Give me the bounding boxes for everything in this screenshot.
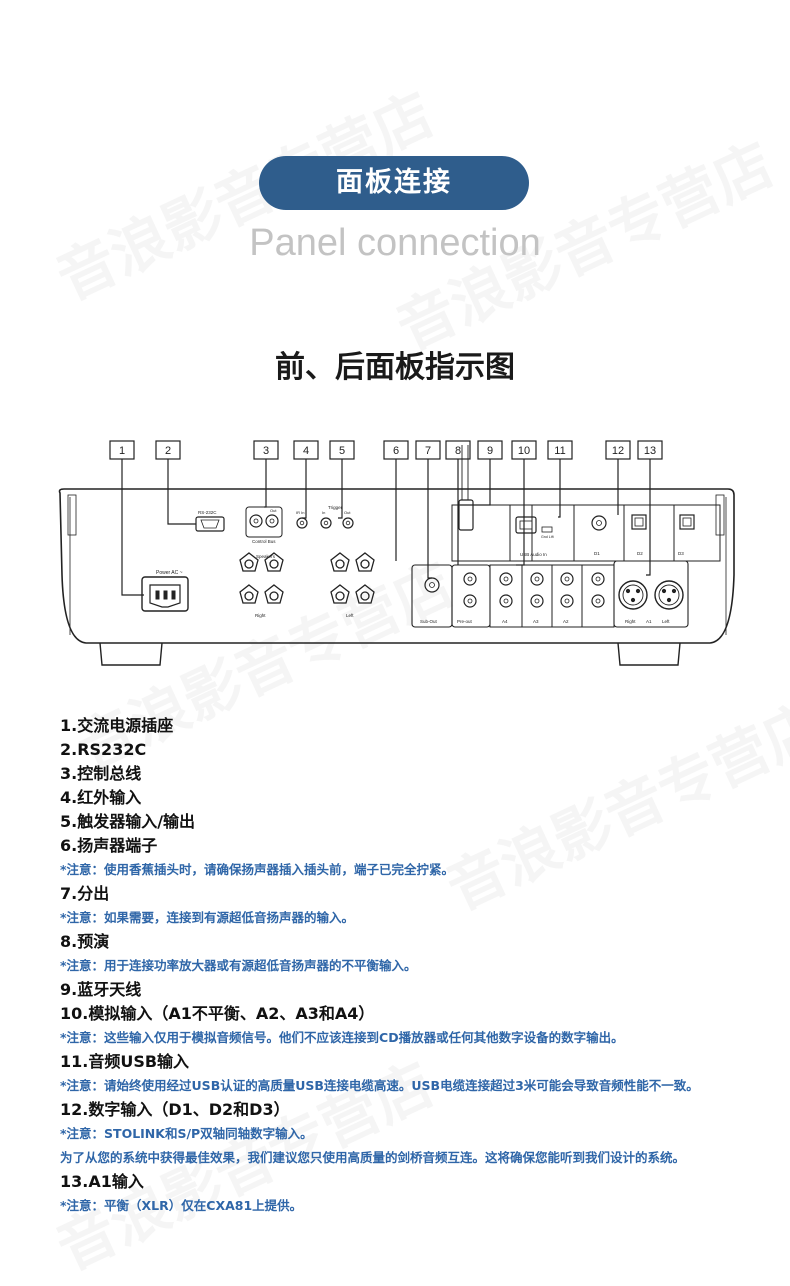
callout-label-8: 8 [455, 445, 461, 457]
svg-text:IR In: IR In [296, 510, 304, 515]
foot-right [617, 642, 681, 666]
callout-label-10: 10 [518, 445, 530, 457]
title-cn: 面板连接 [336, 167, 452, 198]
svg-text:Sub-Out: Sub-Out [420, 619, 438, 624]
callout-line-10 [516, 459, 525, 566]
list-item: 1.交流电源插座 [60, 716, 174, 735]
input-a1-unbalanced [581, 564, 615, 628]
pre-out: Pre-out [451, 564, 491, 628]
svg-text:Right: Right [255, 613, 266, 618]
callout-line-3 [264, 459, 267, 508]
svg-text:Out: Out [270, 508, 277, 513]
callout-label-13: 13 [644, 445, 656, 457]
svg-text:Gnd Lift: Gnd Lift [541, 535, 554, 539]
note-text: *注意：使用香蕉插头时，请确保扬声器插入插头前，端子已完全拧紧。 [60, 862, 455, 877]
note-text: 为了从您的系统中获得最佳效果，我们建议您只使用高质量的剑桥音频互连。这将确保您能… [60, 1150, 686, 1165]
list-item: 8.预演 [60, 932, 110, 951]
list-item: 3.控制总线 [60, 764, 142, 783]
chassis [58, 488, 735, 644]
svg-text:Trigger: Trigger [328, 505, 343, 510]
svg-text:USB Audio In: USB Audio In [520, 552, 547, 557]
digital-input-d1: D1 [573, 504, 625, 562]
list-item: 2.RS232C [60, 740, 147, 759]
speaker-terminals-left: Left [330, 552, 375, 618]
svg-text:A2: A2 [563, 619, 569, 624]
note-text: *注意：用于连接功率放大器或有源超低音扬声器的不平衡输入。 [60, 958, 417, 973]
callout-line-2 [167, 459, 196, 525]
list-item: 4.红外输入 [60, 788, 142, 807]
callout-label-5: 5 [339, 445, 345, 457]
callout-line-7 [427, 459, 432, 579]
callout-label-4: 4 [303, 445, 309, 457]
list-item: 7.分出 [60, 884, 110, 903]
callout-line-5 [338, 459, 343, 519]
callout-label-11: 11 [554, 445, 565, 457]
speaker-terminals-right: Speakers Right [239, 552, 284, 618]
callout-label-6: 6 [393, 445, 399, 457]
svg-text:RS-232C: RS-232C [198, 510, 217, 515]
title-en: Panel connection [249, 222, 541, 264]
list-item: 9.蓝牙天线 [60, 980, 142, 999]
callout-label-12: 12 [612, 445, 624, 457]
digital-input-d2: D2 [623, 504, 675, 562]
svg-text:Left: Left [346, 613, 354, 618]
bluetooth-antenna [451, 445, 533, 562]
svg-text:D3: D3 [678, 551, 684, 556]
usb-audio-input: Gnd Lift USB Audio In [509, 504, 575, 562]
sub-out: Sub-Out [411, 564, 453, 628]
foot-left [99, 642, 163, 666]
power-label: Power AC ~ [156, 570, 183, 576]
svg-text:Out: Out [344, 510, 351, 515]
input-a2: A2 [551, 564, 583, 628]
callout-line-1 [121, 459, 144, 596]
input-a4: A4 [489, 564, 523, 628]
list-item: 5.触发器输入/输出 [60, 812, 196, 831]
svg-text:A4: A4 [502, 619, 508, 624]
callout-line-9 [460, 459, 491, 506]
input-a1-xlr: Right A1 Left [613, 560, 689, 628]
note-text: *注意：如果需要，连接到有源超低音扬声器的输入。 [60, 910, 355, 925]
svg-text:Control Bus: Control Bus [252, 539, 276, 544]
section-heading: 前、后面板指示图 [275, 350, 515, 385]
callout-line-13 [646, 459, 651, 576]
list-item: 13.A1输入 [60, 1172, 144, 1191]
digital-input-d3: D3 [673, 504, 721, 562]
trigger-ports: Trigger In Out [320, 505, 354, 529]
ir-input: IR In [296, 510, 308, 529]
svg-text:Left: Left [662, 619, 670, 624]
callout-line-11 [558, 459, 561, 518]
note-text: *注意：请始终使用经过USB认证的高质量USB连接电缆高速。USB电缆连接超过3… [60, 1078, 699, 1093]
svg-text:D2: D2 [637, 551, 643, 556]
callout-label-2: 2 [165, 445, 171, 457]
list-item: 6.扬声器端子 [60, 836, 158, 855]
svg-text:In: In [322, 510, 325, 515]
callout-label-1: 1 [119, 445, 125, 457]
svg-text:A3: A3 [533, 619, 539, 624]
svg-text:Pre-out: Pre-out [457, 619, 473, 624]
callout-label-3: 3 [263, 445, 269, 457]
svg-text:A1: A1 [646, 619, 652, 624]
input-a3: A3 [521, 564, 553, 628]
rs232-port: RS-232C [195, 510, 225, 532]
svg-text:D1: D1 [594, 551, 600, 556]
connection-list: 1.交流电源插座 2.RS232C 3.控制总线 4.红外输入 5.触发器输入/输出 6.… [60, 714, 780, 1218]
note-text: *注意：平衡（XLR）仅在CXA81上提供。 [60, 1198, 303, 1213]
control-bus: Out Control Bus [245, 506, 283, 544]
svg-text:Right: Right [625, 619, 636, 624]
list-item: 10.模拟输入（A1不平衡、A2、A3和A4） [60, 1004, 375, 1023]
callout-label-9: 9 [487, 445, 493, 457]
title-pill: 面板连接 [259, 156, 529, 210]
power-inlet: Power AC ~ [141, 570, 189, 612]
list-item: 12.数字输入（D1、D2和D3） [60, 1100, 290, 1119]
callout-label-7: 7 [425, 445, 431, 457]
svg-text:Speakers: Speakers [256, 554, 276, 559]
note-text: *注意：STOLINK和S/P双轴同轴数字输入。 [60, 1126, 313, 1141]
note-text: *注意：这些输入仅用于模拟音频信号。他们不应该连接到CD播放器或任何其他数字设备… [60, 1030, 624, 1045]
list-item: 11.音频USB输入 [60, 1052, 190, 1071]
